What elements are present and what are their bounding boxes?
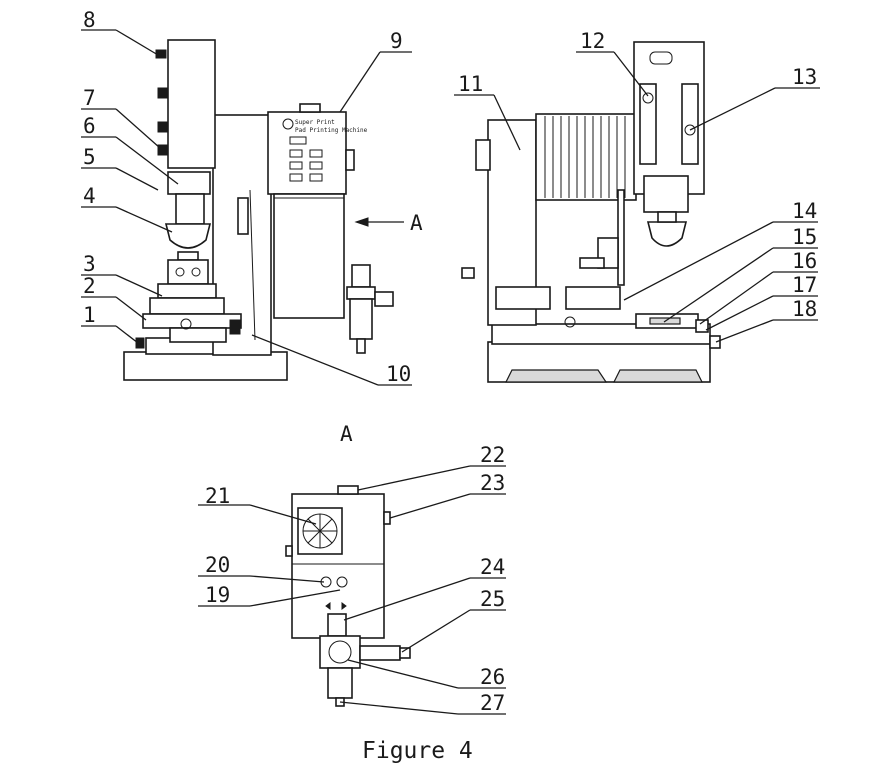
callout-1: 1 <box>83 303 96 327</box>
callout-24: 24 <box>480 555 505 579</box>
callout-5: 5 <box>83 145 96 169</box>
callout-8: 8 <box>83 8 96 32</box>
callout-11: 11 <box>458 72 483 96</box>
callout-9: 9 <box>390 29 403 53</box>
callout-numbers-side: 11 12 13 14 15 16 17 18 <box>458 29 817 321</box>
callout-26: 26 <box>480 665 505 689</box>
callout-20: 20 <box>205 553 230 577</box>
view-a-label: A <box>340 422 353 446</box>
view-direction-marker: A <box>410 211 423 235</box>
front-view-leaders <box>81 29 412 386</box>
callout-22: 22 <box>480 443 505 467</box>
bellows <box>544 116 626 198</box>
callout-19: 19 <box>205 583 230 607</box>
figure-caption: Figure 4 <box>362 738 473 764</box>
callout-10: 10 <box>386 362 411 386</box>
callout-15: 15 <box>792 225 817 249</box>
callout-23: 23 <box>480 471 505 495</box>
callout-3: 3 <box>83 252 96 276</box>
callout-13: 13 <box>792 65 817 89</box>
callout-27: 27 <box>480 691 505 715</box>
callout-numbers-front: 8 7 6 5 4 3 2 1 9 10 A <box>83 8 423 386</box>
panel-brand-text: Super Print <box>295 119 335 126</box>
callout-6: 6 <box>83 114 96 138</box>
callout-25: 25 <box>480 587 505 611</box>
view-a-leaders <box>198 465 506 715</box>
callout-numbers-view-a: A 21 20 19 22 23 24 25 26 27 <box>205 422 505 715</box>
view-a-machine <box>285 485 411 707</box>
callout-17: 17 <box>792 273 817 297</box>
side-view-machine <box>461 41 721 383</box>
callout-18: 18 <box>792 297 817 321</box>
callout-16: 16 <box>792 249 817 273</box>
callout-4: 4 <box>83 184 96 208</box>
callout-21: 21 <box>205 484 230 508</box>
panel-sub-text: Pad Printing Machine <box>295 127 368 134</box>
callout-7: 7 <box>83 86 96 110</box>
callout-2: 2 <box>83 274 96 298</box>
callout-12: 12 <box>580 29 605 53</box>
callout-14: 14 <box>792 199 817 223</box>
side-view-leaders <box>454 51 820 343</box>
front-view-machine: Super Print Pad Printing Machine <box>123 39 394 381</box>
